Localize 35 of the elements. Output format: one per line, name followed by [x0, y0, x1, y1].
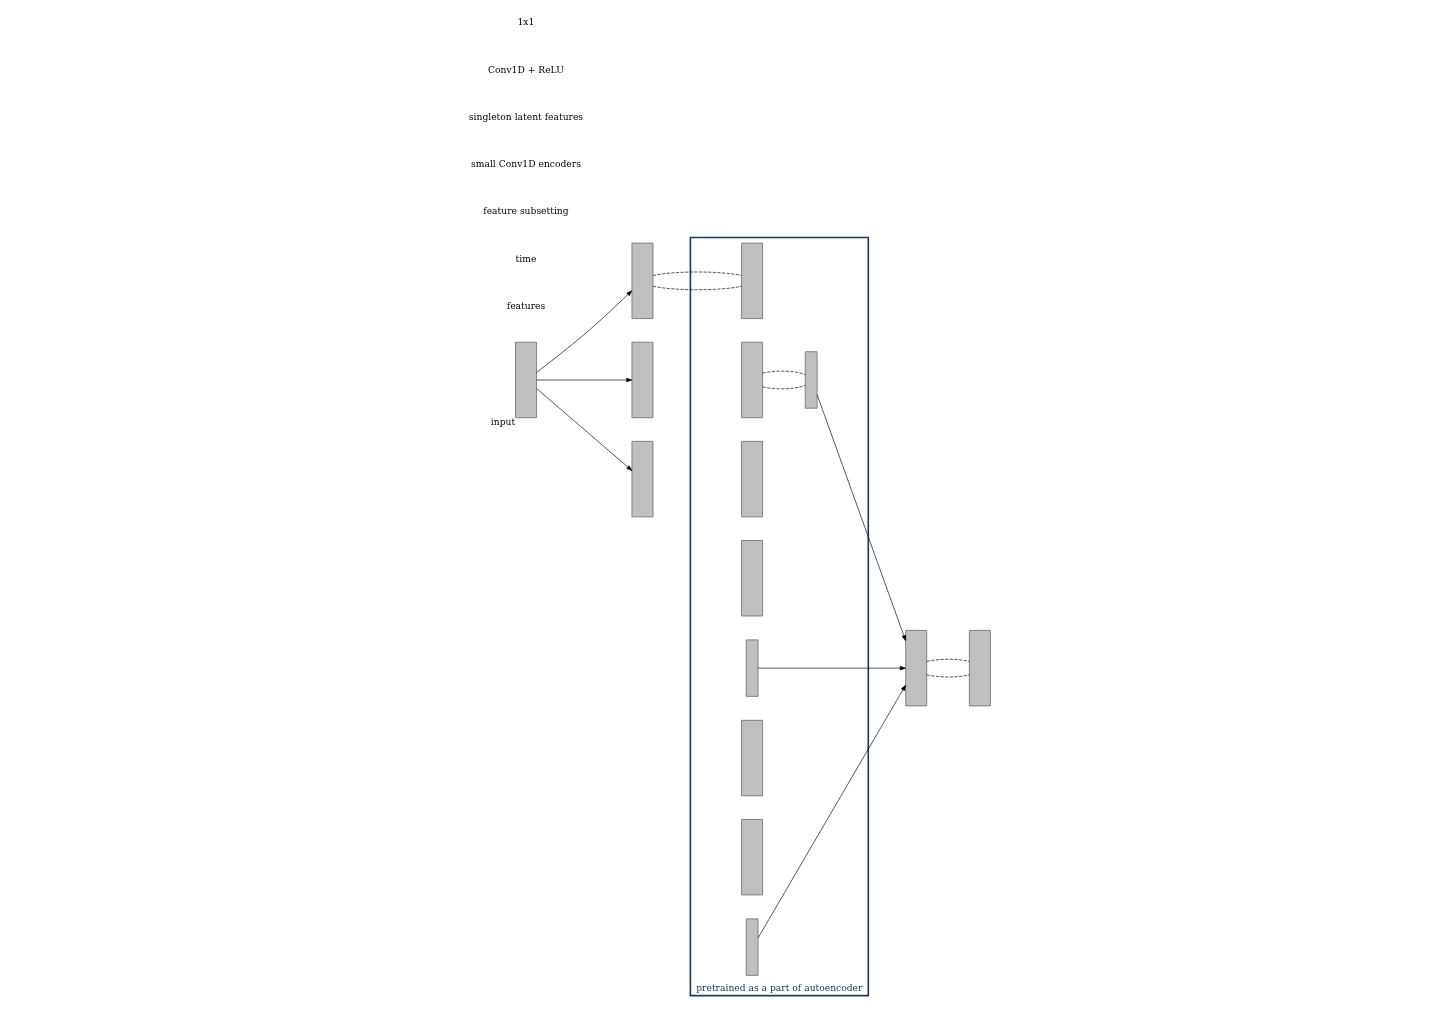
node-box	[740, 242, 763, 320]
node-box	[968, 629, 991, 707]
node-box	[740, 539, 763, 617]
label: singleton latent features	[468, 110, 583, 122]
label: 1x1	[517, 16, 534, 28]
node-box	[740, 341, 763, 419]
arrow	[757, 684, 906, 939]
arrow	[535, 377, 632, 383]
node-box	[904, 629, 927, 707]
node-box	[631, 440, 653, 518]
arrow	[535, 290, 632, 373]
connector	[652, 285, 742, 291]
node-box	[740, 719, 763, 797]
node-bar	[804, 351, 818, 409]
node-box	[514, 341, 537, 419]
arrow	[757, 665, 906, 671]
label: feature subsetting	[482, 205, 569, 217]
arrow	[535, 388, 632, 471]
node-box	[740, 818, 763, 896]
connector	[652, 271, 742, 276]
node-bar	[745, 639, 758, 697]
connector	[762, 385, 805, 390]
connector	[926, 658, 970, 662]
cluster: pretrained as a part of autoencoder	[689, 236, 869, 997]
label: small Conv1D encoders	[470, 158, 581, 170]
label: time	[515, 252, 536, 264]
node-bar	[745, 918, 758, 976]
label: features	[506, 299, 545, 311]
node-box	[631, 242, 653, 320]
arrow	[816, 394, 906, 642]
node-label: input	[490, 416, 515, 428]
node-box	[631, 341, 653, 419]
node-box	[740, 440, 763, 518]
connector	[926, 674, 970, 678]
label: Conv1D + ReLU	[487, 63, 564, 75]
